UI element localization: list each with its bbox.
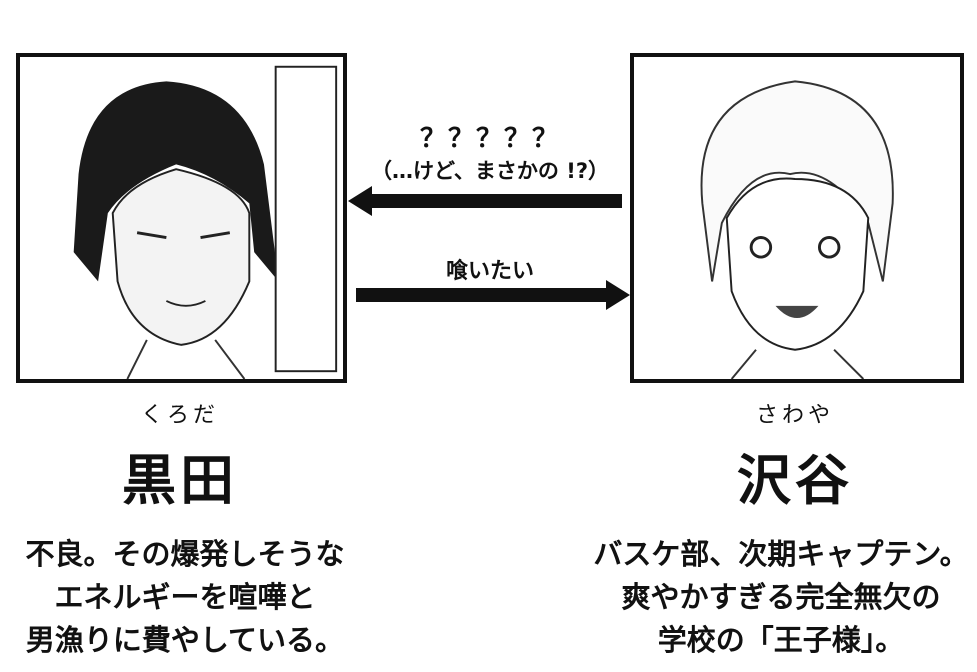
kuroda-description-line: 男漁りに費やしている。 xyxy=(25,623,345,657)
relation-label-want-to-eat: 喰いたい xyxy=(445,259,534,284)
kuroda-reading: くろだ xyxy=(140,403,219,428)
sawaya-reading: さわや xyxy=(755,403,834,428)
sawaya-description-line: 学校の「王子様」。 xyxy=(657,623,905,657)
relation-label-question: ？？？？？ xyxy=(419,124,560,154)
sawaya-description-line: バスケ部、次期キャプテン。 xyxy=(593,537,969,571)
arrow-right-icon xyxy=(356,280,630,310)
sawaya-name: 沢谷 xyxy=(737,449,853,512)
kuroda-name: 黒田 xyxy=(122,449,238,512)
sawaya-portrait xyxy=(630,53,964,383)
kuroda-description-line: 不良。その爆発しそうな xyxy=(25,537,345,571)
sawaya-illustration xyxy=(700,80,894,379)
kuroda-illustration xyxy=(73,65,338,379)
kuroda-portrait xyxy=(16,53,347,383)
relation-label-suspicion: （…けど、まさかの !?） xyxy=(370,159,610,183)
arrow-left-icon xyxy=(348,186,622,216)
kuroda-description-line: エネルギーを喧嘩と xyxy=(54,580,316,614)
sawaya-description-line: 爽やかすぎる完全無欠の xyxy=(621,580,941,614)
